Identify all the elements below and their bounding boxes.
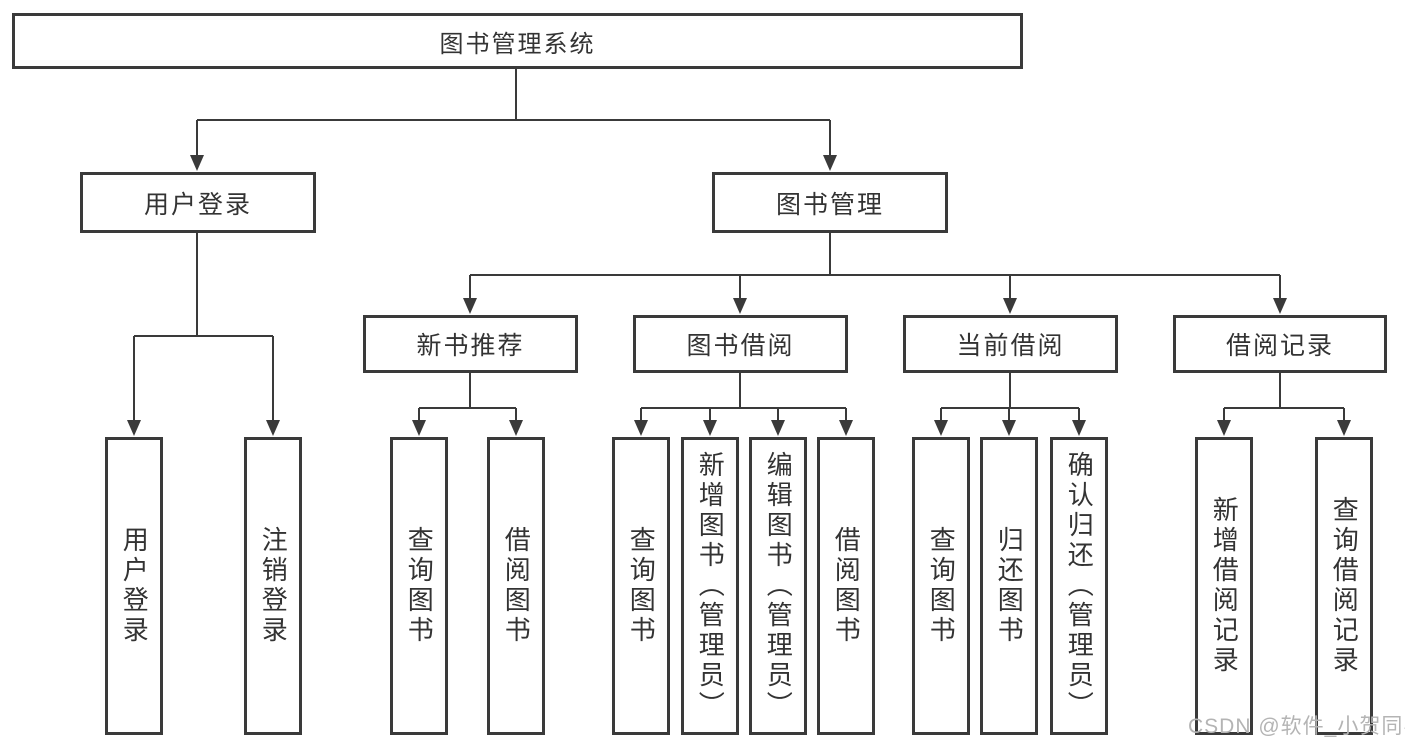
leaf-user-login: 用户登录 (105, 437, 163, 735)
leaf-query-borrow-record: 查询借阅记录 (1315, 437, 1373, 735)
node-library-system: 图书管理系统 (12, 13, 1023, 69)
leaf-add-book-admin: 新增图书（管理员） (681, 437, 739, 735)
arrowhead-icon (703, 420, 717, 436)
leaf-logout: 注销登录 (244, 437, 302, 735)
leaf-current-query-books: 查询图书 (912, 437, 970, 735)
arrowhead-icon (771, 420, 785, 436)
connector-current-borrow-to-leaves (940, 372, 1080, 422)
leaf-borrowing-borrow-books: 借阅图书 (817, 437, 875, 735)
arrowhead-icon (934, 420, 948, 436)
leaf-recommend-query-books: 查询图书 (390, 437, 448, 735)
leaf-return-books: 归还图书 (980, 437, 1038, 735)
arrowhead-icon (509, 420, 523, 436)
arrowhead-icon (733, 298, 747, 314)
leaf-edit-book-admin: 编辑图书（管理员） (749, 437, 807, 735)
leaf-add-borrow-record: 新增借阅记录 (1195, 437, 1253, 735)
arrowhead-icon (266, 420, 280, 436)
connector-book-borrow-to-leaves (640, 372, 847, 422)
connector-root-to-level1 (196, 69, 831, 157)
arrowhead-icon (1072, 420, 1086, 436)
arrowhead-icon (1002, 420, 1016, 436)
node-book-borrowing: 图书借阅 (633, 315, 848, 373)
arrowhead-icon (1273, 298, 1287, 314)
arrowhead-icon (1217, 420, 1231, 436)
node-current-borrowing: 当前借阅 (903, 315, 1118, 373)
arrowhead-icon (127, 420, 141, 436)
arrowhead-icon (412, 420, 426, 436)
connector-new-book-to-leaves (418, 372, 517, 422)
csdn-watermark: CSDN @软件_小贺同学 (1188, 715, 1405, 738)
arrowhead-icon (190, 155, 204, 171)
arrowhead-icon (1337, 420, 1351, 436)
node-borrowing-records: 借阅记录 (1173, 315, 1387, 373)
connector-records-to-leaves (1223, 372, 1345, 422)
node-book-management: 图书管理 (712, 172, 948, 233)
node-user-login: 用户登录 (80, 172, 316, 233)
leaf-recommend-borrow-books: 借阅图书 (487, 437, 545, 735)
connector-book-mgmt-to-level2 (469, 233, 1281, 300)
leaf-confirm-return-admin: 确认归还（管理员） (1050, 437, 1108, 735)
arrowhead-icon (839, 420, 853, 436)
connector-user-login-to-leaves (133, 233, 274, 422)
node-new-book-recommendation: 新书推荐 (363, 315, 578, 373)
arrowhead-icon (1003, 298, 1017, 314)
leaf-borrowing-query-books: 查询图书 (612, 437, 670, 735)
arrowhead-icon (823, 155, 837, 171)
arrowhead-icon (463, 298, 477, 314)
arrowhead-icon (634, 420, 648, 436)
